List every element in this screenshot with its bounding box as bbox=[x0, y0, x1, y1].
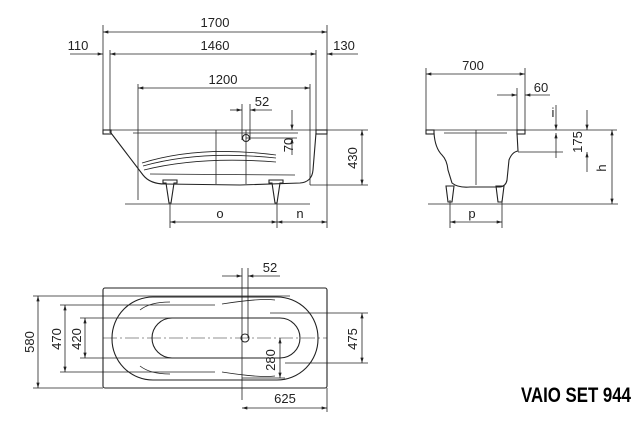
label-i: i bbox=[552, 105, 555, 120]
label-n: n bbox=[296, 206, 303, 221]
dim-overall-length: 1700 bbox=[201, 15, 230, 30]
dim-left-rim: 110 bbox=[68, 38, 89, 53]
dim-bottom-width: 420 bbox=[69, 328, 84, 350]
end-view: 700 60 i 175 h p bbox=[425, 58, 618, 228]
label-p: p bbox=[468, 206, 475, 221]
drain-top-icon bbox=[240, 333, 250, 343]
dim-outer-width: 580 bbox=[22, 331, 37, 353]
dim-bottom-length: 1200 bbox=[209, 72, 238, 87]
dim-inner-length: 1460 bbox=[201, 38, 230, 53]
dim-inner-width: 470 bbox=[49, 328, 64, 350]
dim-width: 700 bbox=[462, 58, 484, 73]
end-feet bbox=[445, 185, 505, 203]
dim-drain-offset: 280 bbox=[263, 349, 278, 371]
dim-rim: 60 bbox=[534, 80, 548, 95]
dim-right-rim: 130 bbox=[333, 38, 355, 53]
dim-drain-from-end: 625 bbox=[274, 391, 296, 406]
dim-top-drain-width: 52 bbox=[263, 260, 277, 275]
dim-overflow-height: 175 bbox=[570, 131, 585, 153]
top-view: 52 580 470 420 475 280 625 bbox=[22, 260, 368, 412]
tub-end-outline bbox=[433, 132, 519, 188]
dim-drain-zone: 475 bbox=[345, 328, 360, 350]
dim-height: 430 bbox=[345, 147, 360, 169]
product-title: VAIO SET 944 bbox=[521, 384, 631, 407]
dim-drain-depth: 70 bbox=[281, 138, 296, 152]
label-o: o bbox=[216, 206, 223, 221]
side-view: 1700 110 1460 130 1200 52 70 430 bbox=[68, 15, 368, 228]
tub-feet bbox=[162, 179, 284, 204]
dim-drain-width: 52 bbox=[255, 94, 269, 109]
label-h: h bbox=[594, 164, 609, 171]
tub-side-outline bbox=[110, 132, 317, 186]
